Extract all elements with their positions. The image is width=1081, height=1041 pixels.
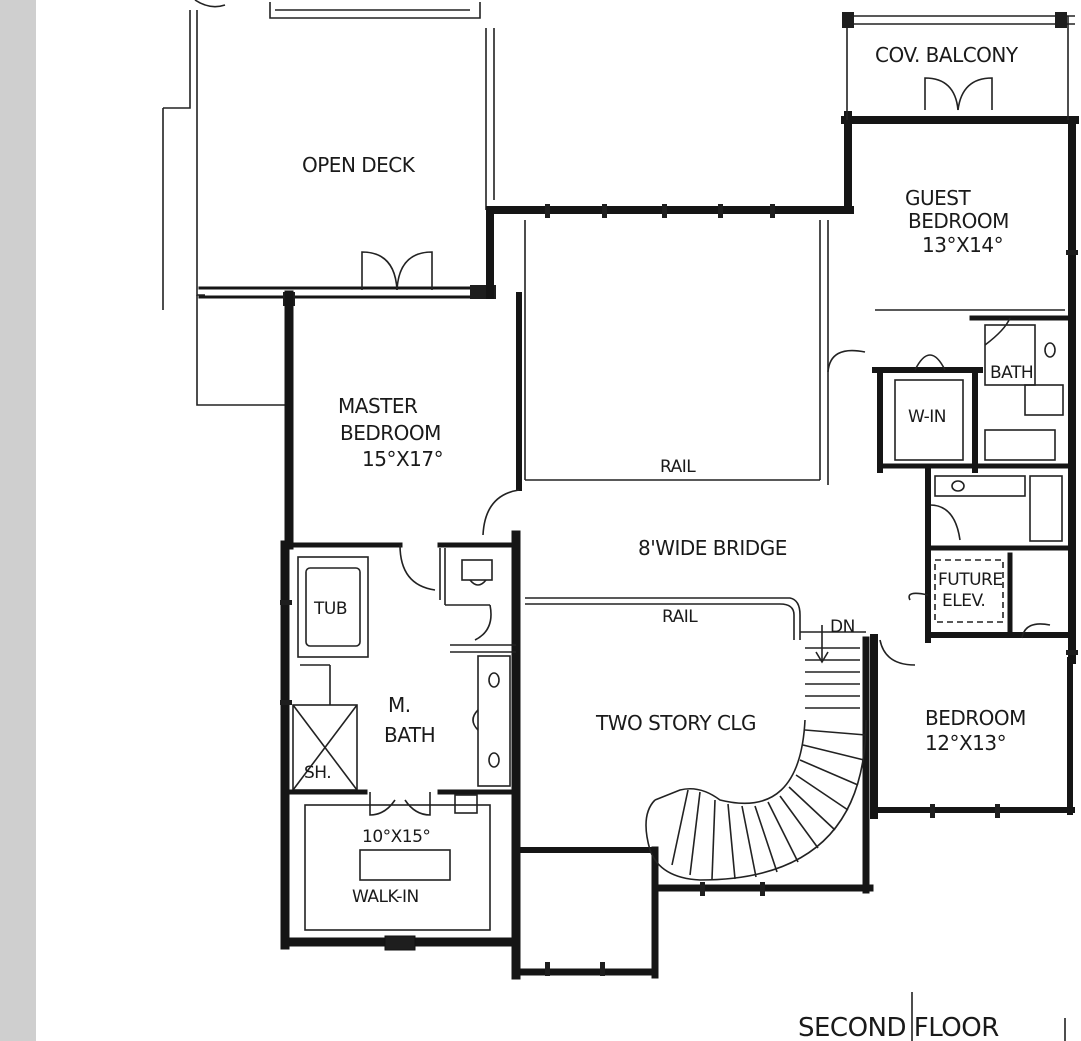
label-guest-bedroom-2: BEDROOM: [908, 209, 1009, 233]
label-guest-bedroom-size: 13°X14°: [922, 233, 1003, 257]
scan-margin-strip: [0, 0, 36, 1041]
label-open-deck: OPEN DECK: [302, 153, 416, 177]
window-marks: [280, 204, 1078, 976]
stair-treads: [671, 729, 867, 880]
label-tub: TUB: [313, 599, 347, 619]
label-shower: SH.: [304, 763, 331, 783]
label-master-bedroom-2: BEDROOM: [340, 421, 441, 445]
label-two-story: TWO STORY CLG: [595, 711, 756, 735]
label-bedroom: BEDROOM: [925, 706, 1026, 730]
label-bedroom-size: 12°X13°: [925, 731, 1006, 755]
label-bath: BATH: [990, 363, 1033, 383]
label-future-elev-1: FUTURE: [938, 570, 1003, 590]
label-stair-dn: DN: [830, 617, 855, 637]
label-bridge: 8'WIDE BRIDGE: [638, 536, 787, 560]
label-m-bath-1: M.: [388, 693, 411, 717]
label-cov-balcony: COV. BALCONY: [875, 43, 1019, 67]
label-m-bath-2: BATH: [384, 723, 435, 747]
label-walk-in: WALK-IN: [352, 887, 419, 907]
label-master-bedroom-size: 15°X17°: [362, 447, 443, 471]
label-master-bedroom-1: MASTER: [338, 394, 418, 418]
guest-suite-walls: [827, 309, 1075, 666]
label-floor-title: SECOND FLOOR: [798, 1013, 999, 1041]
label-future-elev-2: ELEV.: [942, 591, 985, 611]
label-guest-bedroom-1: GUEST: [905, 186, 971, 210]
open-deck-outline: [162, 0, 495, 406]
master-bath-walls: [286, 489, 520, 931]
floor-title: SECOND FLOOR: [798, 992, 1066, 1041]
label-rail-upper: RAIL: [660, 457, 696, 477]
label-w-in: W-IN: [908, 407, 946, 427]
master-top-wall: [198, 251, 496, 306]
room-labels: OPEN DECK COV. BALCONY GUEST BEDROOM 13°…: [302, 43, 1034, 907]
label-rail-lower: RAIL: [662, 607, 698, 627]
stair-and-rail: [525, 597, 867, 881]
label-walk-in-size: 10°X15°: [362, 827, 430, 847]
